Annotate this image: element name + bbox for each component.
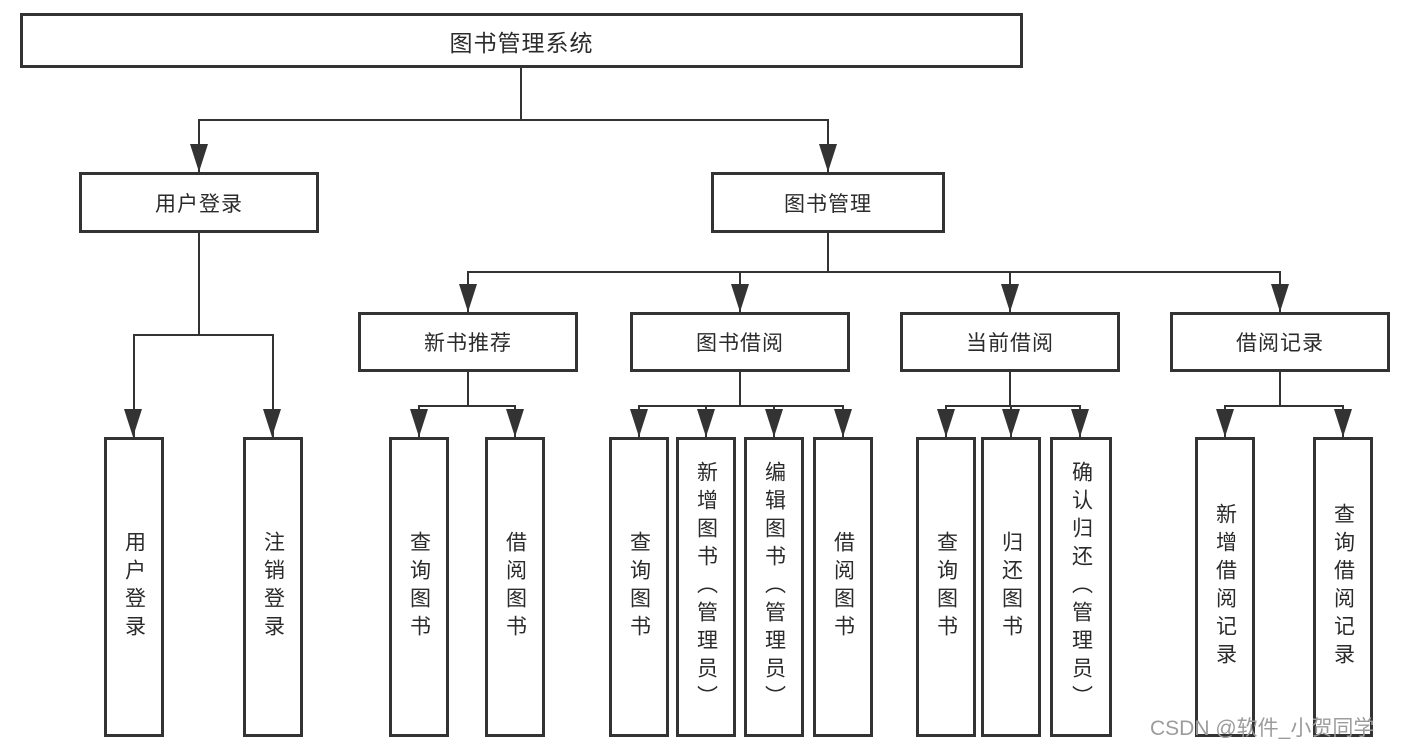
leaf-return-books: 归还图书 — [981, 437, 1041, 737]
arrow-down-icon — [506, 409, 524, 437]
arrow-down-icon — [410, 409, 428, 437]
node-label: 图书借阅 — [696, 332, 784, 355]
node-label: 用户登录 — [155, 192, 243, 216]
arrow-down-icon — [1071, 409, 1089, 437]
node-user-login: 用户登录 — [79, 172, 319, 233]
connector-root-stem — [520, 68, 522, 121]
leaf-label: 查询借阅记录 — [1331, 503, 1355, 671]
connector-drop-leaf — [133, 334, 135, 437]
connector-user-login-stem — [198, 233, 200, 336]
arrow-down-icon — [937, 409, 955, 437]
node-book-mgmt: 图书管理 — [711, 172, 945, 233]
leaf-logout: 注销登录 — [243, 437, 303, 737]
arrow-down-icon — [1001, 284, 1019, 312]
leaf-add-books-admin: 新增图书（管理员） — [676, 437, 736, 737]
leaf-borrow-books: 借阅图书 — [813, 437, 873, 737]
node-label: 新书推荐 — [424, 332, 512, 355]
connector-module-stem — [1009, 372, 1011, 407]
connector-level2-rail — [198, 119, 829, 121]
node-new-books: 新书推荐 — [358, 312, 578, 372]
node-label: 当前借阅 — [966, 332, 1054, 355]
leaf-confirm-return-admin: 确认归还（管理员） — [1050, 437, 1112, 737]
leaf-label: 归还图书 — [999, 531, 1023, 643]
node-label: 图书管理 — [784, 192, 872, 216]
arrow-down-icon — [697, 409, 715, 437]
connector-new-books-rail — [418, 405, 516, 407]
connector-drop-leaf — [272, 334, 274, 437]
connector-module-stem — [1279, 372, 1281, 407]
connector-level3-rail — [467, 271, 1281, 273]
arrow-down-icon — [1334, 409, 1352, 437]
arrow-down-icon — [765, 409, 783, 437]
connector-book-mgmt-stem — [827, 233, 829, 273]
node-root-label: 图书管理系统 — [449, 29, 594, 56]
watermark: CSDN @软件_小贺同学 — [1150, 717, 1375, 740]
arrow-down-icon — [124, 409, 142, 437]
leaf-label: 借阅图书 — [831, 531, 855, 643]
connector-module-stem — [739, 372, 741, 407]
leaf-add-borrow-record: 新增借阅记录 — [1195, 437, 1255, 737]
leaf-label: 编辑图书（管理员） — [762, 461, 786, 713]
node-current-borrow: 当前借阅 — [900, 312, 1120, 372]
connector-borrow-records-rail — [1224, 405, 1344, 407]
leaf-label: 查询图书 — [934, 531, 958, 643]
leaf-label: 借阅图书 — [503, 531, 527, 643]
leaf-query-books: 查询图书 — [916, 437, 976, 737]
arrow-down-icon — [1002, 409, 1020, 437]
arrow-down-icon — [190, 144, 208, 172]
arrow-down-icon — [731, 284, 749, 312]
leaf-query-books: 查询图书 — [609, 437, 669, 737]
leaf-label: 查询图书 — [627, 531, 651, 643]
leaf-label: 新增借阅记录 — [1213, 503, 1237, 671]
connector-module-stem — [467, 372, 469, 407]
connector-current-borrow-rail — [945, 405, 1081, 407]
leaf-edit-books-admin: 编辑图书（管理员） — [744, 437, 804, 737]
leaf-borrow-books: 借阅图书 — [485, 437, 545, 737]
leaf-label: 注销登录 — [261, 531, 285, 643]
leaf-user-login: 用户登录 — [104, 437, 164, 737]
connector-book-borrow-rail — [638, 405, 844, 407]
arrow-down-icon — [834, 409, 852, 437]
node-book-borrow: 图书借阅 — [630, 312, 850, 372]
leaf-query-borrow-record: 查询借阅记录 — [1313, 437, 1373, 737]
arrow-down-icon — [1216, 409, 1234, 437]
node-borrow-records: 借阅记录 — [1170, 312, 1390, 372]
arrow-down-icon — [819, 144, 837, 172]
node-label: 借阅记录 — [1236, 332, 1324, 355]
connector-user-login-rail — [133, 334, 274, 336]
arrow-down-icon — [1271, 284, 1289, 312]
leaf-label: 查询图书 — [407, 531, 431, 643]
leaf-label: 新增图书（管理员） — [694, 461, 718, 713]
node-root: 图书管理系统 — [20, 13, 1023, 68]
leaf-label: 确认归还（管理员） — [1069, 461, 1093, 713]
leaf-label: 用户登录 — [122, 531, 146, 643]
arrow-down-icon — [630, 409, 648, 437]
arrow-down-icon — [459, 284, 477, 312]
arrow-down-icon — [263, 409, 281, 437]
leaf-query-books: 查询图书 — [389, 437, 449, 737]
